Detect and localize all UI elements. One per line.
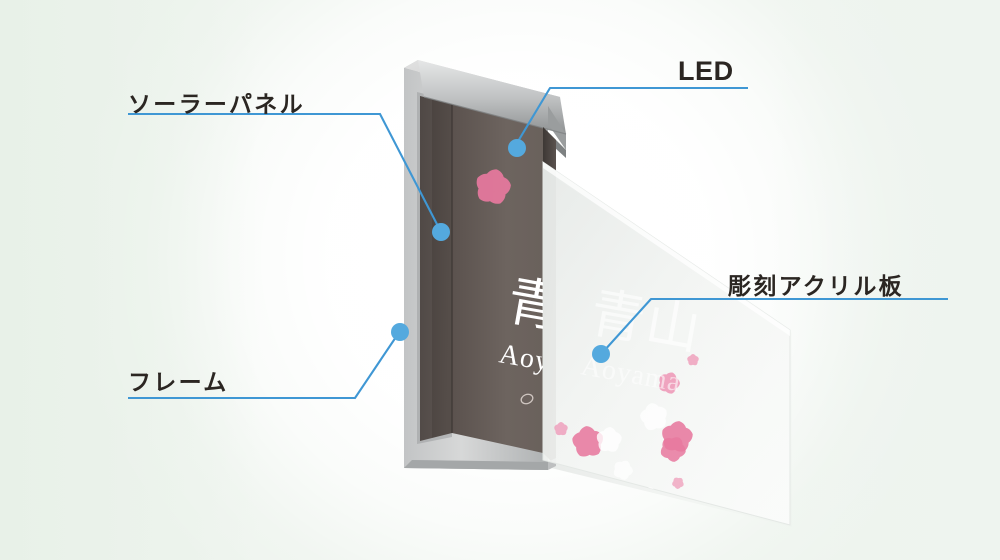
callout-label-engraved-acrylic: 彫刻アクリル板 [728,273,904,299]
callout-dot-engraved-acrylic [592,345,610,363]
sign-small-emblem [520,393,534,405]
frame-bottom-rail-shade [404,460,548,470]
callout-dot-frame [391,323,409,341]
led-cap-rail-edge [423,96,567,135]
led-cap-rail-top [418,60,566,134]
acrylic-top-bevel [543,162,790,336]
sign-dark-face [452,104,543,453]
callout-leader-frame [353,332,400,400]
callout-label-led: LED [678,56,734,86]
solar-panel [420,96,452,441]
callout-leader-solar-panel [378,112,443,234]
callout-dot-led [508,139,526,157]
led-cap-rail-front [548,106,566,150]
callout-leader-engraved-acrylic [601,297,724,354]
callout-leader-led [515,86,652,145]
solar-panel-highlight [420,96,432,441]
callout-layer [128,86,948,400]
callout-label-frame: フレーム [128,369,229,395]
callout-engraved-acrylic [592,297,948,363]
callout-dot-solar-panel [432,223,450,241]
callout-label-solar-panel: ソーラーパネル [128,91,305,117]
callout-solar-panel [128,112,450,241]
callout-frame [128,323,409,400]
callout-led [508,86,748,157]
